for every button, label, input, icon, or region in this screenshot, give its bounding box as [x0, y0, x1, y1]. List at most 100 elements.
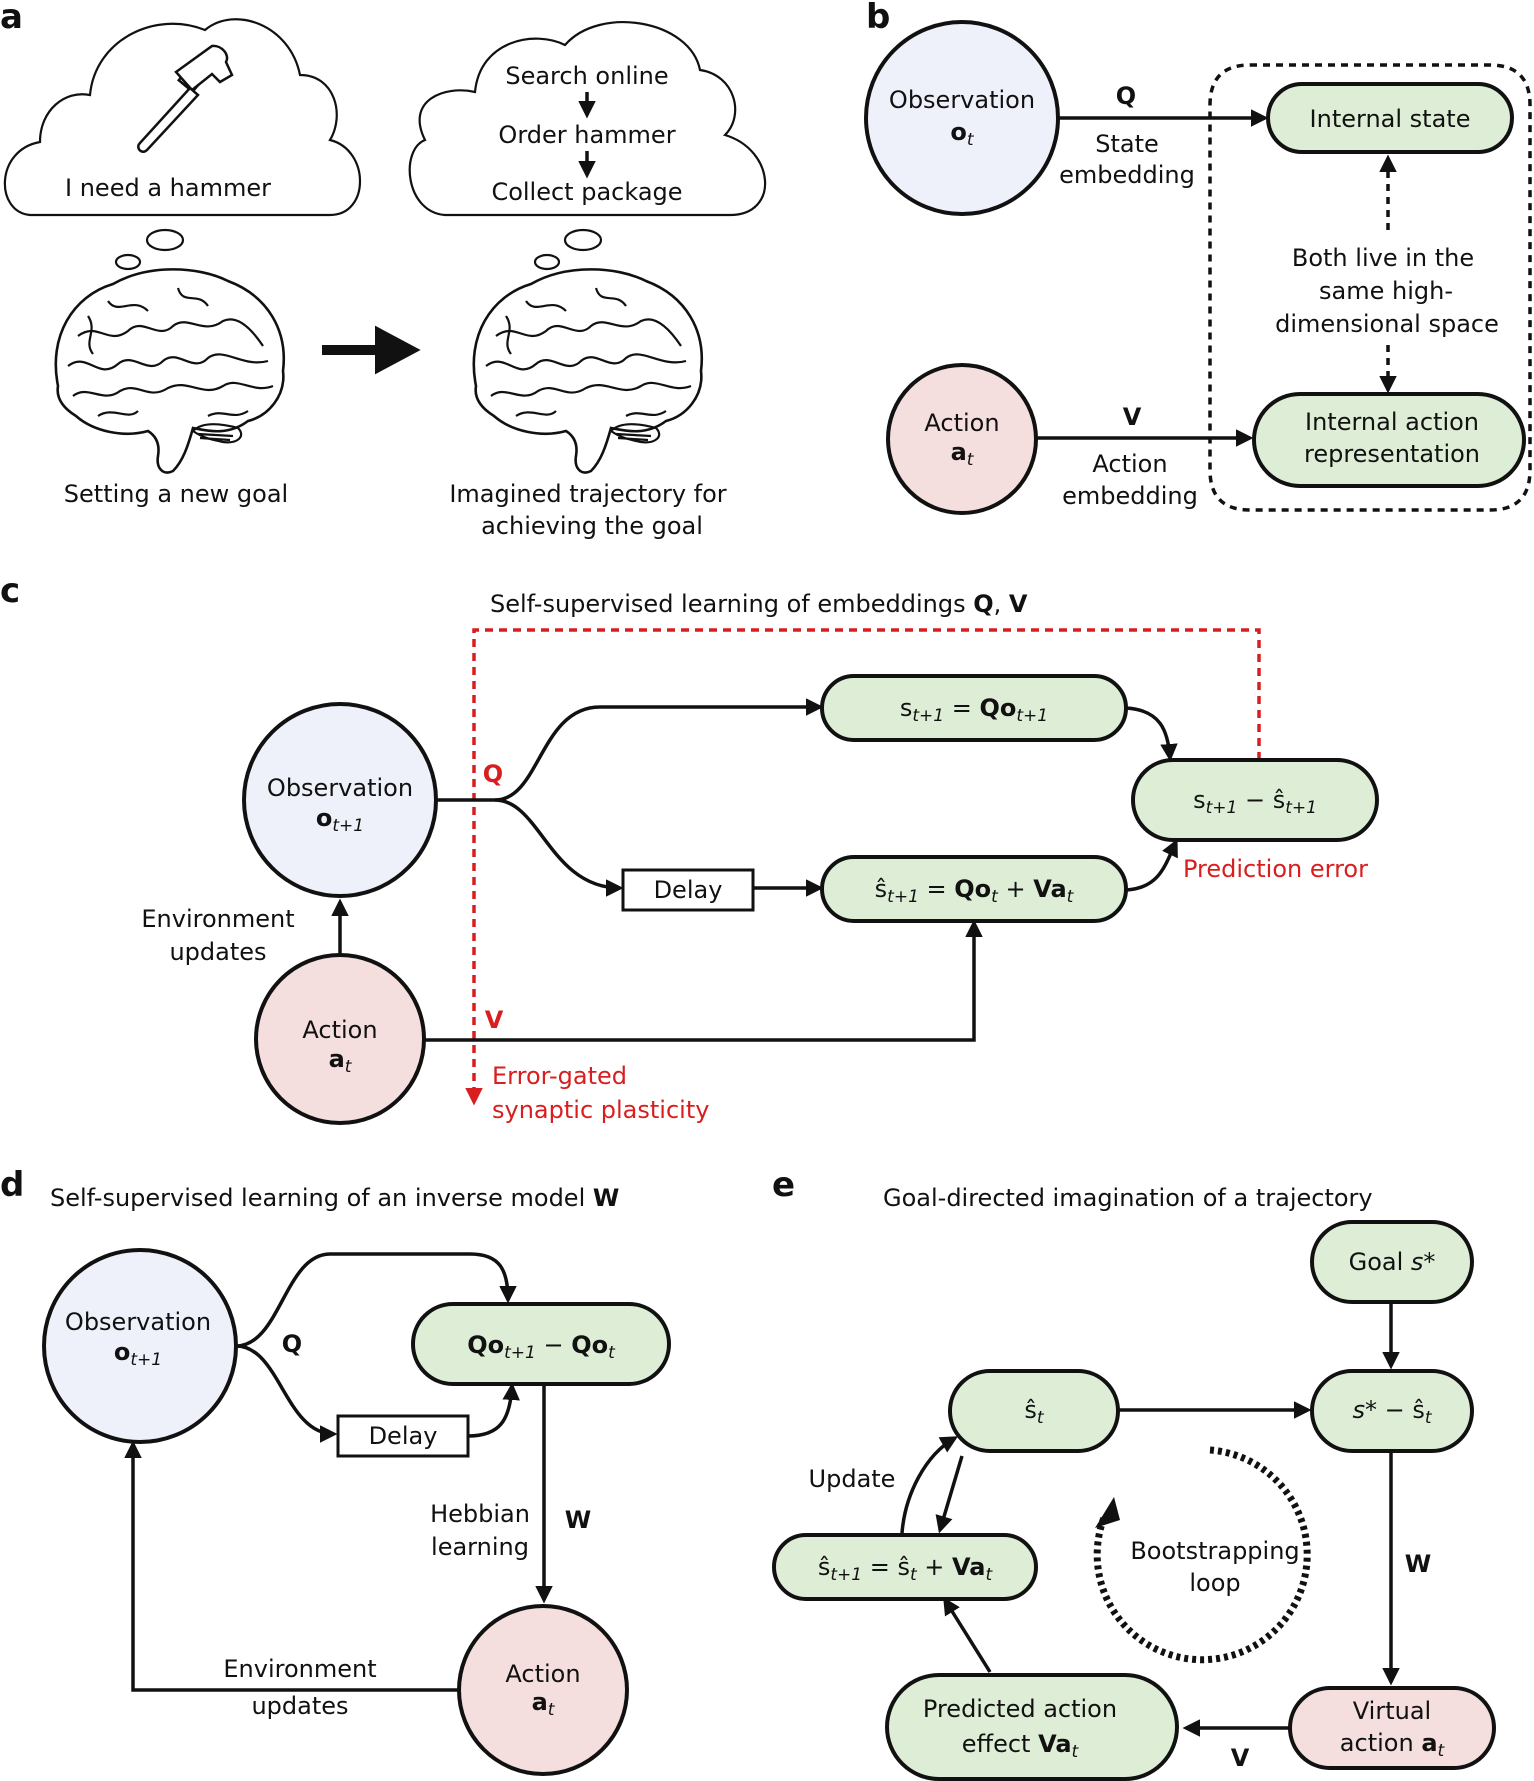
s-next-node-e — [772, 1533, 1038, 1601]
q-label-d: Q — [282, 1330, 302, 1358]
thought-bubble-large — [145, 228, 185, 252]
prediction-error-label: Prediction error — [1183, 855, 1368, 883]
goal-diff-eq: s* − ŝt — [1352, 1396, 1432, 1428]
action-symbol: at — [951, 438, 975, 470]
to-diff-upper — [1125, 706, 1178, 762]
s-hat-label-e: ŝt — [1024, 1396, 1045, 1428]
thought-text-1: I need a hammer — [65, 174, 271, 202]
hebbian-1: Hebbian — [430, 1500, 530, 1528]
panel-a: a I need a hammer Setting a new goal Sea… — [0, 0, 767, 540]
q-branch-upper-d — [235, 1252, 517, 1348]
s-next-eq: st+1 = Qot+1 — [900, 694, 1048, 726]
caption-trajectory-2: achieving the goal — [481, 512, 703, 540]
hebbian-2: learning — [431, 1533, 529, 1561]
bootstrapping-2: loop — [1189, 1569, 1240, 1597]
action-symbol-c: at — [329, 1045, 353, 1077]
action-label-c: Action — [302, 1016, 377, 1044]
internal-state-node — [1266, 82, 1514, 154]
action-embedding-2: embedding — [1062, 482, 1198, 510]
observation-symbol: ot — [950, 118, 975, 150]
panel-b: b Observation ot Q State embedding Inter… — [864, 0, 1532, 515]
predicted-effect-1: Predicted action — [923, 1695, 1117, 1723]
env-updates-d-1: Environment — [223, 1655, 376, 1683]
thought-bubble-small — [114, 253, 142, 271]
goal-label: Goal s* — [1349, 1248, 1436, 1276]
brain-1 — [54, 268, 286, 474]
panel-letter-a: a — [0, 0, 23, 37]
q-label-c: Q — [483, 760, 503, 788]
branch-lower — [494, 798, 624, 897]
state-embedding-2: embedding — [1059, 161, 1195, 189]
bootstrapping-arrowhead-icon — [1095, 1497, 1120, 1528]
panel-d-title: Self-supervised learning of an inverse m… — [50, 1184, 619, 1212]
panel-d: d Self-supervised learning of an inverse… — [0, 1165, 671, 1776]
virtual-action-1: Virtual — [1353, 1697, 1431, 1725]
internal-action-node — [1252, 392, 1526, 488]
action-to-s-hat — [424, 919, 983, 1042]
q-branch-lower-d — [235, 1344, 338, 1443]
update-arrow-up — [900, 1436, 959, 1534]
internal-state-label: Internal state — [1310, 105, 1471, 133]
delay-box-c — [621, 868, 755, 912]
diff-eq: st+1 − ŝt+1 — [1193, 786, 1317, 818]
thought-bubble-small-2 — [533, 253, 561, 271]
both-live-2: same high- — [1319, 277, 1453, 305]
panel-letter-b: b — [866, 0, 890, 37]
plan-step-3: Collect package — [491, 178, 682, 206]
panel-e-title: Goal-directed imagination of a trajector… — [883, 1184, 1373, 1212]
observation-label: Observation — [889, 86, 1035, 114]
w-label-e: W — [1405, 1550, 1431, 1578]
predicted-effect-2: effect Vat — [962, 1730, 1080, 1762]
diff-node-d — [411, 1302, 671, 1386]
update-label: Update — [809, 1465, 896, 1493]
observation-symbol-d: ot+1 — [114, 1338, 162, 1370]
diff-eq-d: Qot+1 − Qot — [467, 1331, 616, 1363]
v-label-c: V — [485, 1006, 504, 1034]
caption-trajectory-1: Imagined trajectory for — [449, 480, 726, 508]
panel-letter-e: e — [772, 1165, 795, 1205]
effect-to-next — [943, 1597, 992, 1673]
both-live-1: Both live in the — [1292, 244, 1474, 272]
arrow-right-icon — [322, 325, 421, 375]
panel-c-title: Self-supervised learning of embeddings Q… — [490, 590, 1028, 618]
bootstrapping-loop-arrow — [1093, 1446, 1311, 1664]
internal-action-1: Internal action — [1305, 408, 1479, 436]
bootstrapping-1: Bootstrapping — [1130, 1537, 1299, 1565]
delay-box-d — [336, 1414, 470, 1458]
error-gated-2: synaptic plasticity — [492, 1096, 709, 1124]
internal-action-2: representation — [1304, 440, 1480, 468]
w-label-d: W — [565, 1506, 591, 1534]
delay-label-d: Delay — [369, 1422, 438, 1450]
v-label-e: V — [1231, 1744, 1250, 1772]
observation-node-d — [42, 1248, 238, 1444]
diff-node — [1131, 758, 1379, 842]
hammer-icon — [137, 44, 234, 153]
state-embedding-1: State — [1095, 130, 1159, 158]
thought-cloud-2 — [408, 21, 767, 217]
virtual-action-2: action at — [1340, 1729, 1446, 1761]
action-embedding-1: Action — [1092, 450, 1167, 478]
branch-upper — [436, 698, 824, 802]
plan-step-1: Search online — [505, 62, 668, 90]
q-label: Q — [1116, 82, 1136, 110]
thought-cloud-1 — [3, 18, 361, 217]
s-next-eq-e: ŝt+1 = ŝt + Vat — [818, 1553, 994, 1585]
thought-bubble-large-2 — [563, 228, 603, 252]
observation-symbol-c: ot+1 — [316, 804, 364, 836]
panel-c: c Self-supervised learning of embeddings… — [0, 571, 1379, 1125]
shared-space-boundary — [1208, 63, 1532, 512]
panel-letter-c: c — [0, 571, 20, 611]
env-feedback-d — [124, 1440, 459, 1692]
both-live-3: dimensional space — [1275, 310, 1499, 338]
action-symbol-d: at — [532, 1688, 556, 1720]
observation-label-d: Observation — [65, 1308, 211, 1336]
action-label: Action — [924, 409, 999, 437]
panel-e: e Goal-directed imagination of a traject… — [772, 1165, 1496, 1781]
delay-arrow-d — [467, 1382, 520, 1438]
brain-2 — [472, 268, 704, 474]
to-diff-lower — [1125, 838, 1178, 892]
plan-step-2: Order hammer — [498, 121, 675, 149]
panel-letter-d: d — [0, 1165, 24, 1205]
s-hat-eq: ŝt+1 = Qot + Vat — [875, 875, 1075, 907]
